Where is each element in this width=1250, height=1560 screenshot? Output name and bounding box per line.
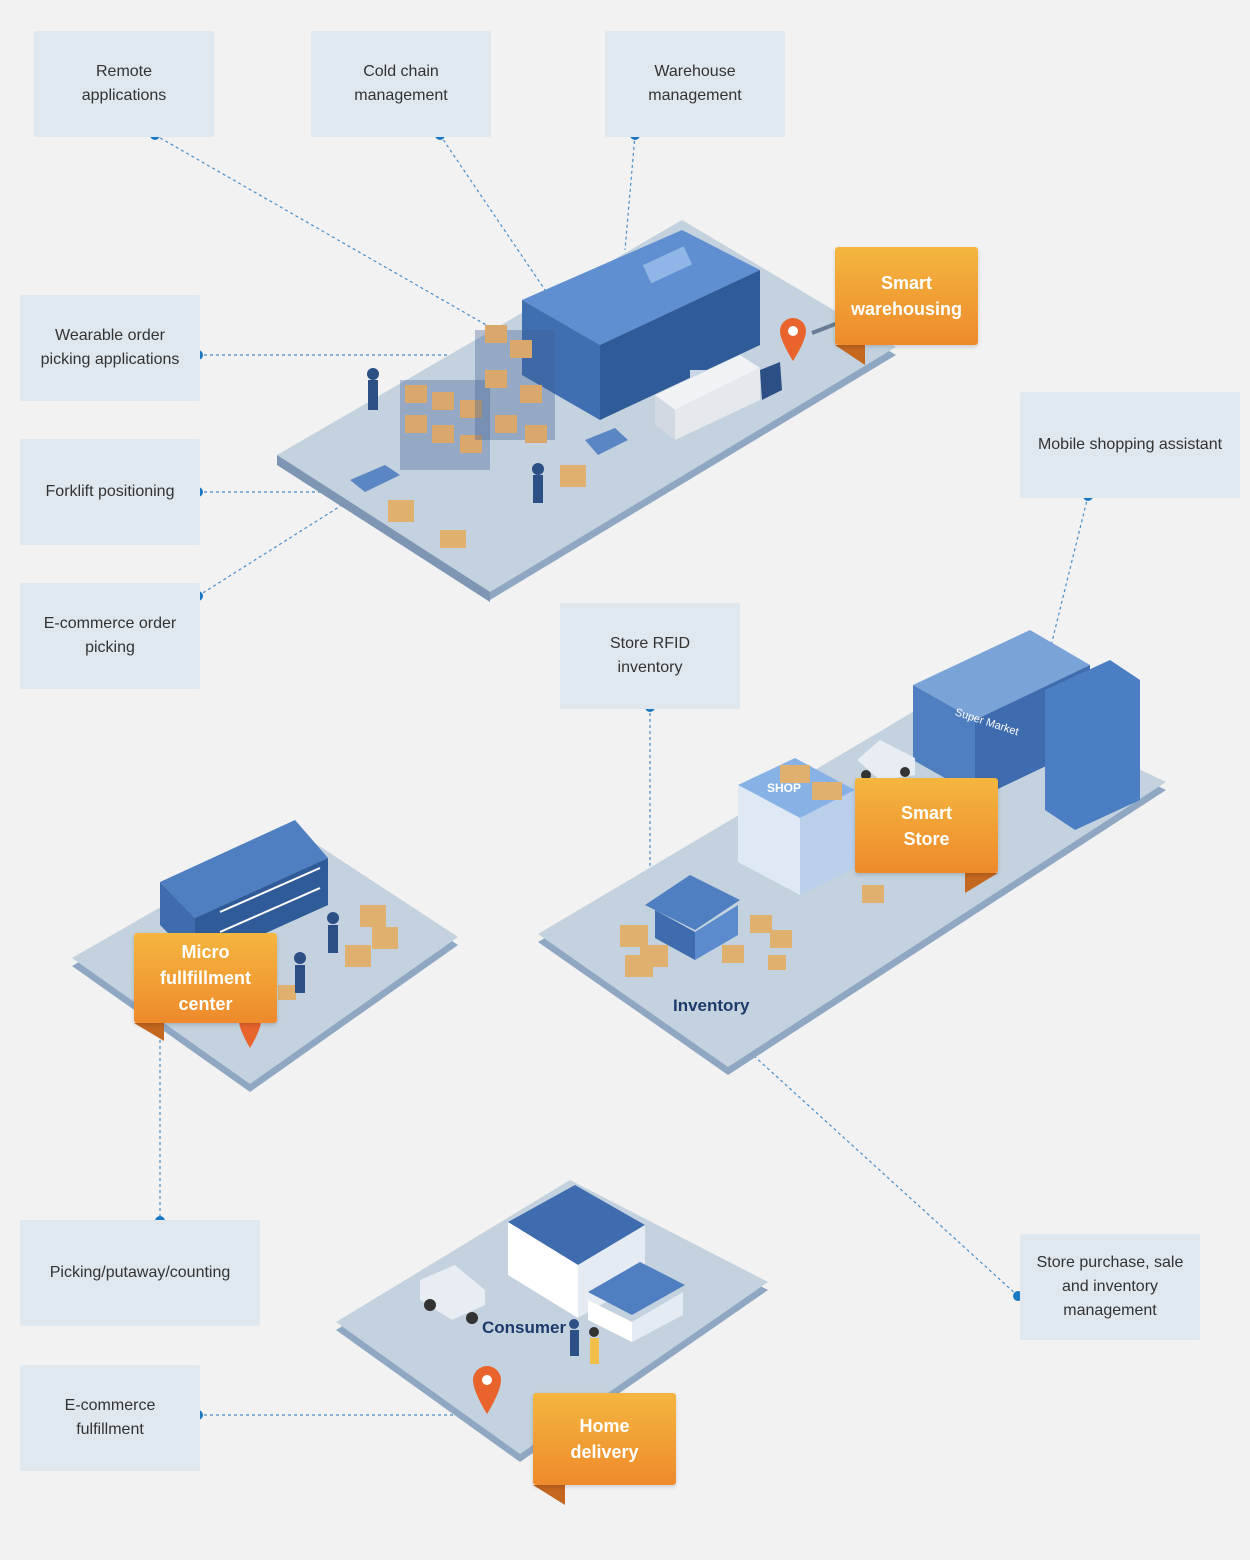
- label-picking-putaway-counting: Picking/putaway/counting: [20, 1220, 260, 1326]
- consumer-people: [569, 1319, 599, 1364]
- inventory-label: Inventory: [673, 996, 750, 1015]
- flag-smart-warehousing: Smart warehousing: [835, 247, 978, 345]
- flag-smart-store: Smart Store: [855, 778, 998, 873]
- flag-micro-fulfillment: Micro fullfillment center: [134, 933, 277, 1023]
- store-van: [857, 740, 915, 780]
- label-warehouse-management: Warehouse management: [605, 31, 785, 137]
- label-mobile-shopping-assistant: Mobile shopping assistant: [1020, 392, 1240, 498]
- leader-lines: [154, 134, 1089, 1416]
- storage-shed: [645, 875, 740, 960]
- house: [508, 1185, 685, 1342]
- forklifts: [350, 428, 628, 548]
- micro-boxes: [278, 905, 398, 1000]
- consumer-label: Consumer: [482, 1318, 567, 1337]
- label-store-rfid-inventory: Store RFID inventory: [560, 603, 740, 709]
- shop-sign: SHOP: [767, 781, 801, 795]
- flag-tails: [134, 345, 998, 1505]
- label-cold-chain: Cold chain management: [311, 31, 491, 137]
- inventory-boxes: [620, 885, 884, 977]
- label-remote-applications: Remote applications: [34, 31, 214, 137]
- warehouse-workers: [367, 368, 544, 503]
- home-pin: [473, 1366, 501, 1414]
- micro-workers: [294, 912, 339, 993]
- label-store-purchase-sale: Store purchase, sale and inventory manag…: [1020, 1234, 1200, 1340]
- storage-racks: [400, 325, 555, 470]
- warehouse-pin: [780, 318, 839, 361]
- home-platform: [336, 1180, 768, 1462]
- label-wearable-picking: Wearable order picking applications: [20, 295, 200, 401]
- label-forklift-positioning: Forklift positioning: [20, 439, 200, 545]
- label-ecommerce-order-picking: E-commerce order picking: [20, 583, 200, 689]
- home-van: [420, 1265, 485, 1324]
- delivery-truck: [655, 355, 782, 440]
- flag-home-delivery: Home delivery: [533, 1393, 676, 1485]
- shop-building: SHOP: [738, 758, 855, 895]
- label-ecommerce-fulfillment: E-commerce fulfillment: [20, 1365, 200, 1471]
- supermarket-building: Super Market: [913, 630, 1140, 830]
